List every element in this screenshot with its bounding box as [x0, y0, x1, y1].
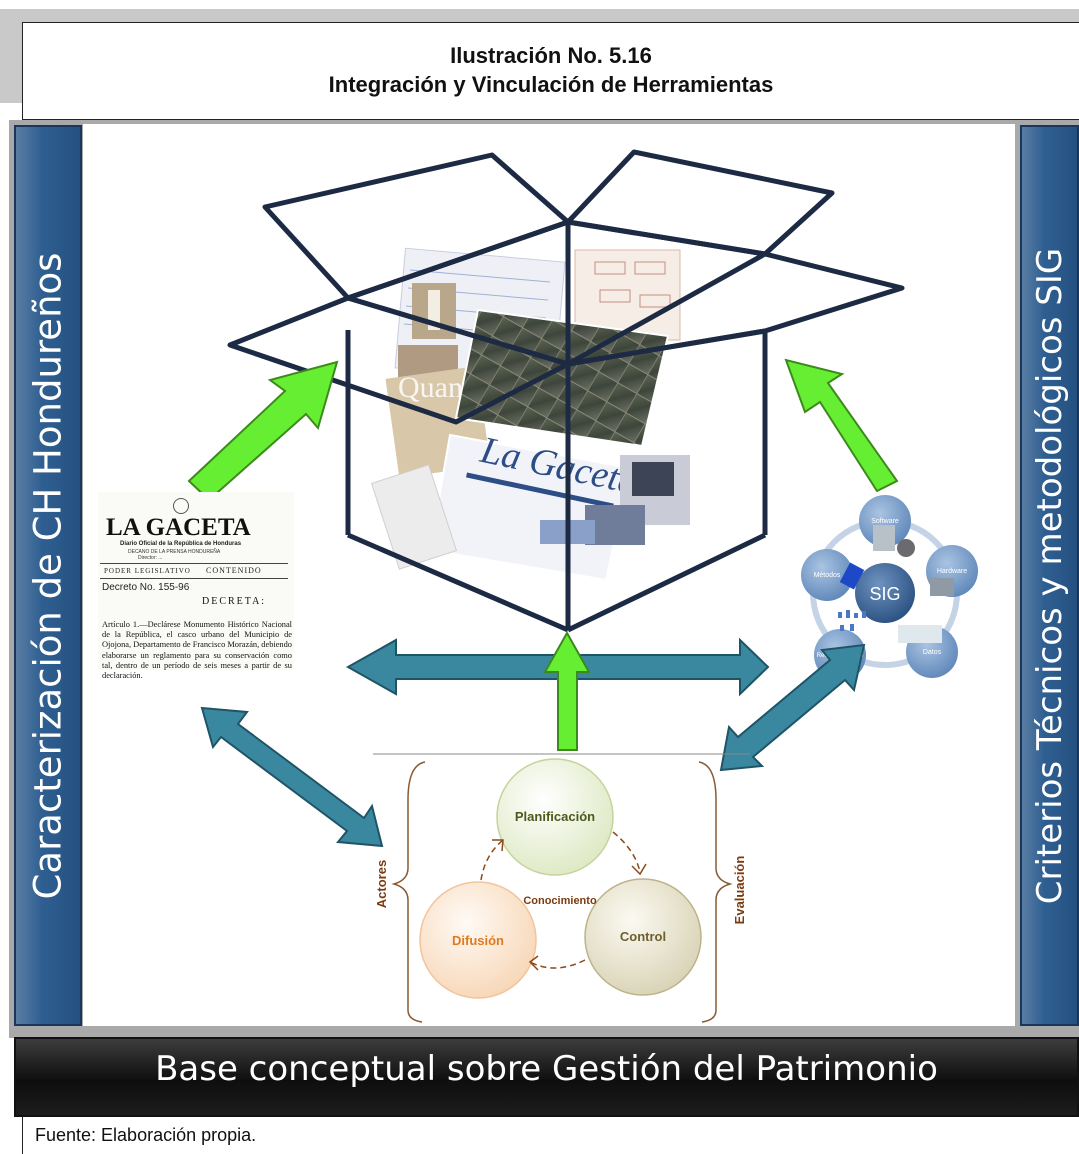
cycle-arrow-plan-control [612, 831, 641, 873]
management-cycle: Actores Evaluación Planificación Control… [374, 758, 747, 1023]
green-arrow-right [784, 358, 899, 493]
difusion-node [419, 881, 537, 999]
source-text: Fuente: Elaboración propia. [35, 1125, 257, 1145]
gaceta-subtitle-3: Director: ... [138, 555, 163, 561]
figure-caption: Integración y Vinculación de Herramienta… [328, 72, 774, 97]
green-arrow-left [187, 360, 339, 502]
right-panel: Criterios Técnicos y metodológicos SIG [1020, 125, 1079, 1026]
evaluacion-bracket [698, 761, 733, 1023]
gaceta-decree-number: Decreto No. 155-96 [102, 582, 190, 593]
control-label: Control [620, 929, 666, 944]
figure-title: Ilustración No. 5.16 Integración y Vincu… [22, 22, 1079, 120]
right-diagonal-double-arrow [719, 643, 866, 772]
gaceta-masthead: LA GACETA [106, 514, 251, 541]
sig-node-software-label: Software [871, 518, 899, 525]
gaceta-seal-icon [173, 498, 189, 514]
evaluacion-label: Evaluación [732, 856, 747, 925]
gaceta-decreta: DECRETA: [202, 596, 267, 607]
bottom-panel: Base conceptual sobre Gestión del Patrim… [14, 1037, 1079, 1117]
collage-overlay-word: Quan [398, 371, 463, 404]
actores-label: Actores [374, 860, 389, 908]
conocimiento-label: Conocimiento [523, 895, 597, 907]
figure-number: Ilustración No. 5.16 [450, 43, 652, 68]
sig-node-hardware-label: Hardware [937, 568, 967, 575]
sig-diagram: SIG Software Hardware Datos Recurso Huma… [801, 495, 978, 681]
gaceta-article-text: Artículo 1.—Declárese Monumento Históric… [102, 620, 292, 681]
source-note: Fuente: Elaboración propia. [22, 1117, 1079, 1154]
gaceta-section: PODER LEGISLATIVO [104, 567, 191, 575]
planificacion-label: Planificación [515, 809, 595, 824]
green-arrow-center [543, 630, 591, 751]
gaceta-clipping: LA GACETA Diario Oficial de la República… [98, 492, 294, 680]
cycle-arrow-difusion-plan [480, 839, 504, 881]
sig-center-label: SIG [869, 584, 900, 604]
left-panel: Caracterización de CH Hondureños [14, 125, 82, 1026]
box-collage: Quan La Gaceta [370, 247, 690, 582]
left-diagonal-double-arrow [200, 706, 384, 848]
gaceta-subtitle-2: DECANO DE LA PRENSA HONDUREÑA [128, 549, 221, 555]
actores-bracket [391, 761, 426, 1023]
cycle-arrow-control-difusion [529, 959, 586, 969]
open-box-outline [227, 149, 905, 633]
sig-node-datos-label: Datos [923, 649, 942, 656]
gaceta-subtitle: Diario Oficial de la República de Hondur… [120, 541, 242, 547]
planificacion-node [496, 758, 614, 876]
sig-node-metodos [801, 549, 853, 601]
bottom-panel-label: Base conceptual sobre Gestión del Patrim… [155, 1049, 938, 1089]
control-node [584, 878, 702, 996]
gaceta-contents: CONTENIDO [206, 566, 262, 575]
gaceta-rule-top [100, 563, 288, 564]
sig-node-software [859, 495, 911, 547]
gaceta-rule-bottom [100, 578, 288, 579]
sig-center-node [855, 563, 915, 623]
sig-node-metodos-label: Métodos [814, 572, 841, 579]
difusion-label: Difusión [452, 933, 504, 948]
